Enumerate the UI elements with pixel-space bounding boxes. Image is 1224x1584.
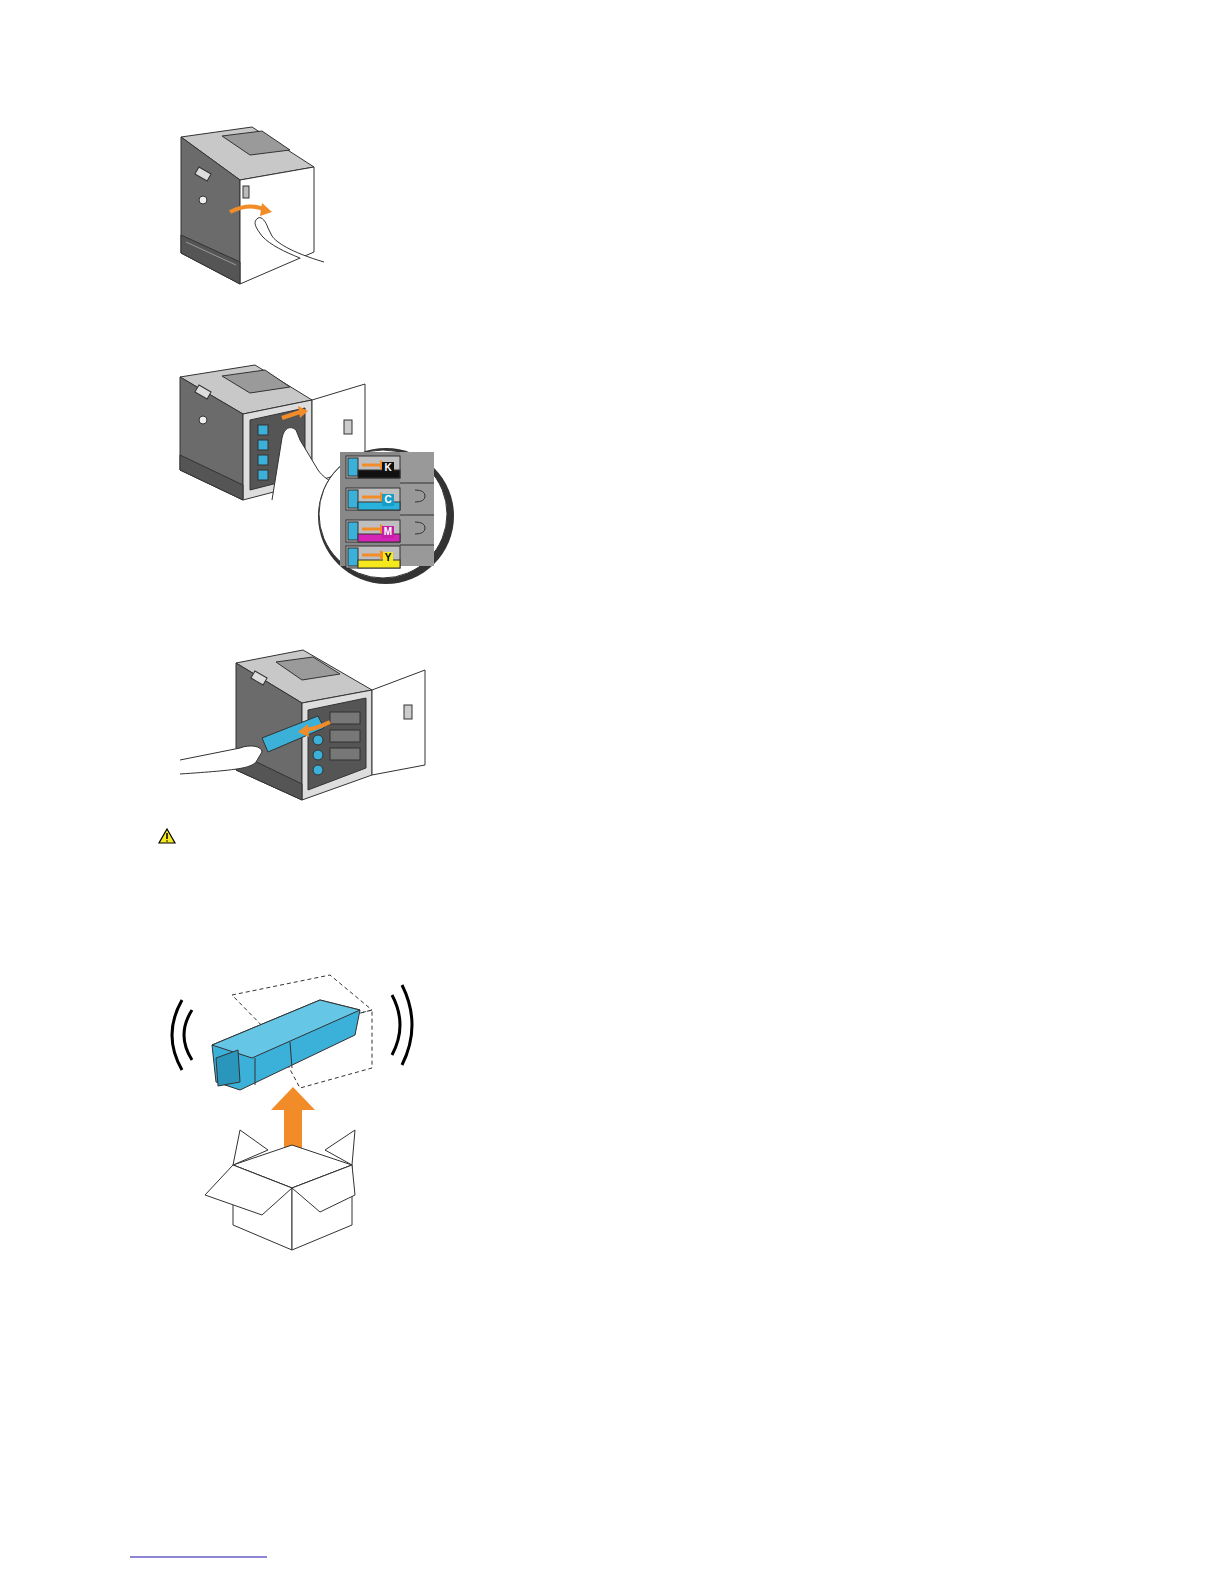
- color-letter: C: [382, 494, 393, 506]
- warning-icon: [159, 829, 175, 843]
- color-letter: Y: [383, 552, 394, 564]
- color-letter: K: [382, 462, 393, 474]
- cartridge-row: [346, 456, 400, 568]
- link-underline: [130, 1557, 267, 1558]
- printer-figure: [180, 650, 425, 800]
- printer-figure: [180, 365, 454, 584]
- toner-figure: [172, 975, 412, 1250]
- printer-figure: [181, 127, 324, 284]
- color-letter: M: [382, 526, 394, 538]
